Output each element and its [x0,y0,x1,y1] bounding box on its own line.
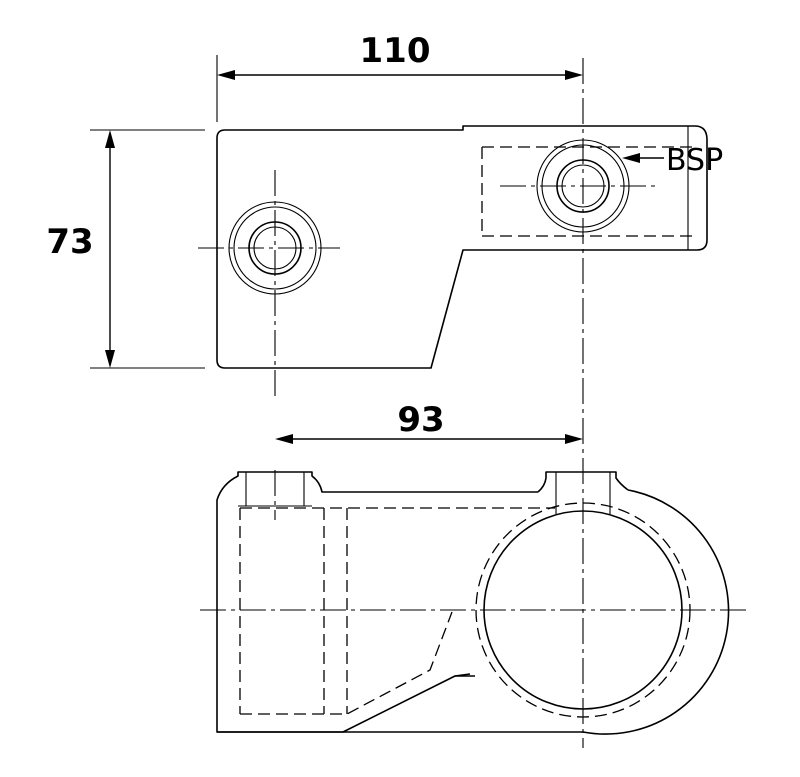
top-view-hidden-bore [481,146,695,237]
front-view-hidden-lines [239,507,555,715]
dimension-73-label: 73 [46,222,93,262]
front-view-lower-profile [217,673,471,733]
dimension-110-label: 110 [360,31,431,71]
dimension-73: 73 [46,129,205,369]
top-view-body-outline [216,125,708,369]
right-boss-cap [537,471,629,493]
ring-outer-arc [216,489,730,735]
left-boss-cap [216,471,330,508]
dimension-93: 93 [275,400,583,444]
bsp-callout: BSP [622,143,723,178]
dimension-110: 110 [216,31,583,122]
dimension-93-label: 93 [397,400,444,440]
front-view [200,470,748,735]
top-view [198,125,708,398]
bsp-callout-label: BSP [666,143,723,178]
